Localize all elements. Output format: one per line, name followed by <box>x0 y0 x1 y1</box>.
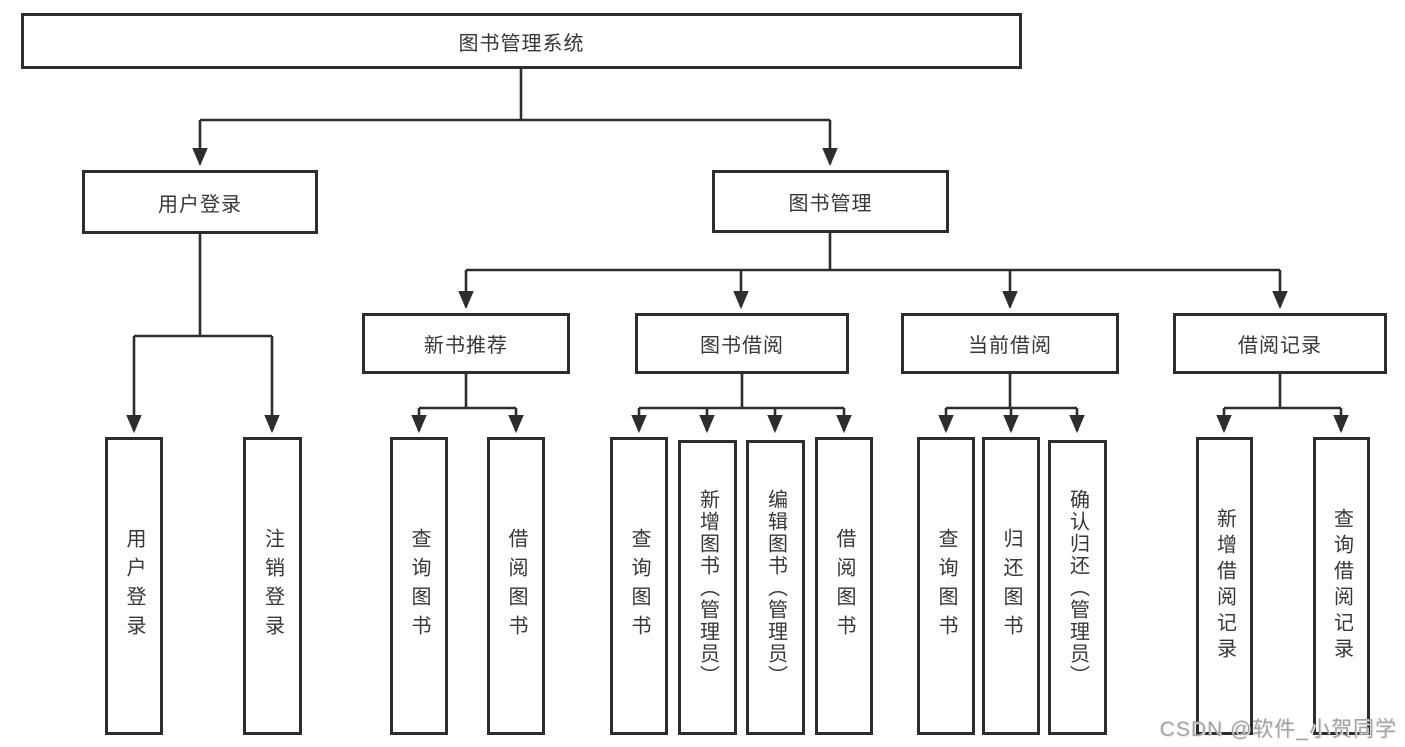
csdn-watermark: CSDN @软件_小贺同学 <box>1159 718 1397 741</box>
node-label: 借阅记录 <box>1238 335 1322 357</box>
leaf-user-login: 用户登录 <box>105 437 163 735</box>
leaf-label: 查询图书 <box>408 528 430 644</box>
node-borrowing-records: 借阅记录 <box>1173 313 1387 374</box>
leaf-query-books-borrow: 查询图书 <box>610 437 668 735</box>
node-label: 图书管理系统 <box>458 32 585 55</box>
leaf-add-borrow-record: 新增借阅记录 <box>1196 437 1253 735</box>
leaf-label: 借阅图书 <box>505 528 527 644</box>
leaf-label: 归还图书 <box>1000 528 1022 644</box>
leaf-label: 查询图书 <box>628 528 650 644</box>
node-label: 用户登录 <box>158 193 242 216</box>
leaf-label: 用户登录 <box>123 528 145 644</box>
node-library-management-system: 图书管理系统 <box>21 13 1022 69</box>
node-new-book-recommendation: 新书推荐 <box>362 313 570 374</box>
leaf-add-books-admin: 新增图书（管理员） <box>678 440 737 735</box>
leaf-label: 借阅图书 <box>833 528 855 644</box>
node-label: 图书借阅 <box>700 335 784 357</box>
leaf-confirm-return-admin: 确认归还（管理员） <box>1048 440 1107 735</box>
leaf-borrow-books: 借阅图书 <box>815 437 873 735</box>
node-user-login: 用户登录 <box>82 170 318 234</box>
leaf-label: 编辑图书（管理员） <box>764 488 787 687</box>
leaf-edit-books-admin: 编辑图书（管理员） <box>746 440 805 735</box>
node-label: 图书管理 <box>788 193 873 215</box>
leaf-query-borrow-record: 查询借阅记录 <box>1313 437 1370 735</box>
leaf-borrow-books-rec: 借阅图书 <box>487 437 545 735</box>
leaf-label: 新增图书（管理员） <box>696 488 719 687</box>
node-label: 当前借阅 <box>968 335 1052 357</box>
leaf-logout: 注销登录 <box>243 437 302 735</box>
leaf-query-books-rec: 查询图书 <box>390 437 448 735</box>
leaf-label: 确认归还（管理员） <box>1066 488 1089 687</box>
leaf-label: 注销登录 <box>261 528 284 644</box>
leaf-label: 查询图书 <box>935 528 957 644</box>
leaf-return-books: 归还图书 <box>982 437 1040 735</box>
node-book-management: 图书管理 <box>712 170 949 233</box>
leaf-label: 查询借阅记录 <box>1330 508 1353 664</box>
node-label: 新书推荐 <box>424 335 508 357</box>
node-book-borrowing: 图书借阅 <box>635 313 849 374</box>
leaf-label: 新增借阅记录 <box>1213 508 1236 664</box>
node-current-borrowing: 当前借阅 <box>901 313 1119 374</box>
leaf-query-books-current: 查询图书 <box>917 437 975 735</box>
